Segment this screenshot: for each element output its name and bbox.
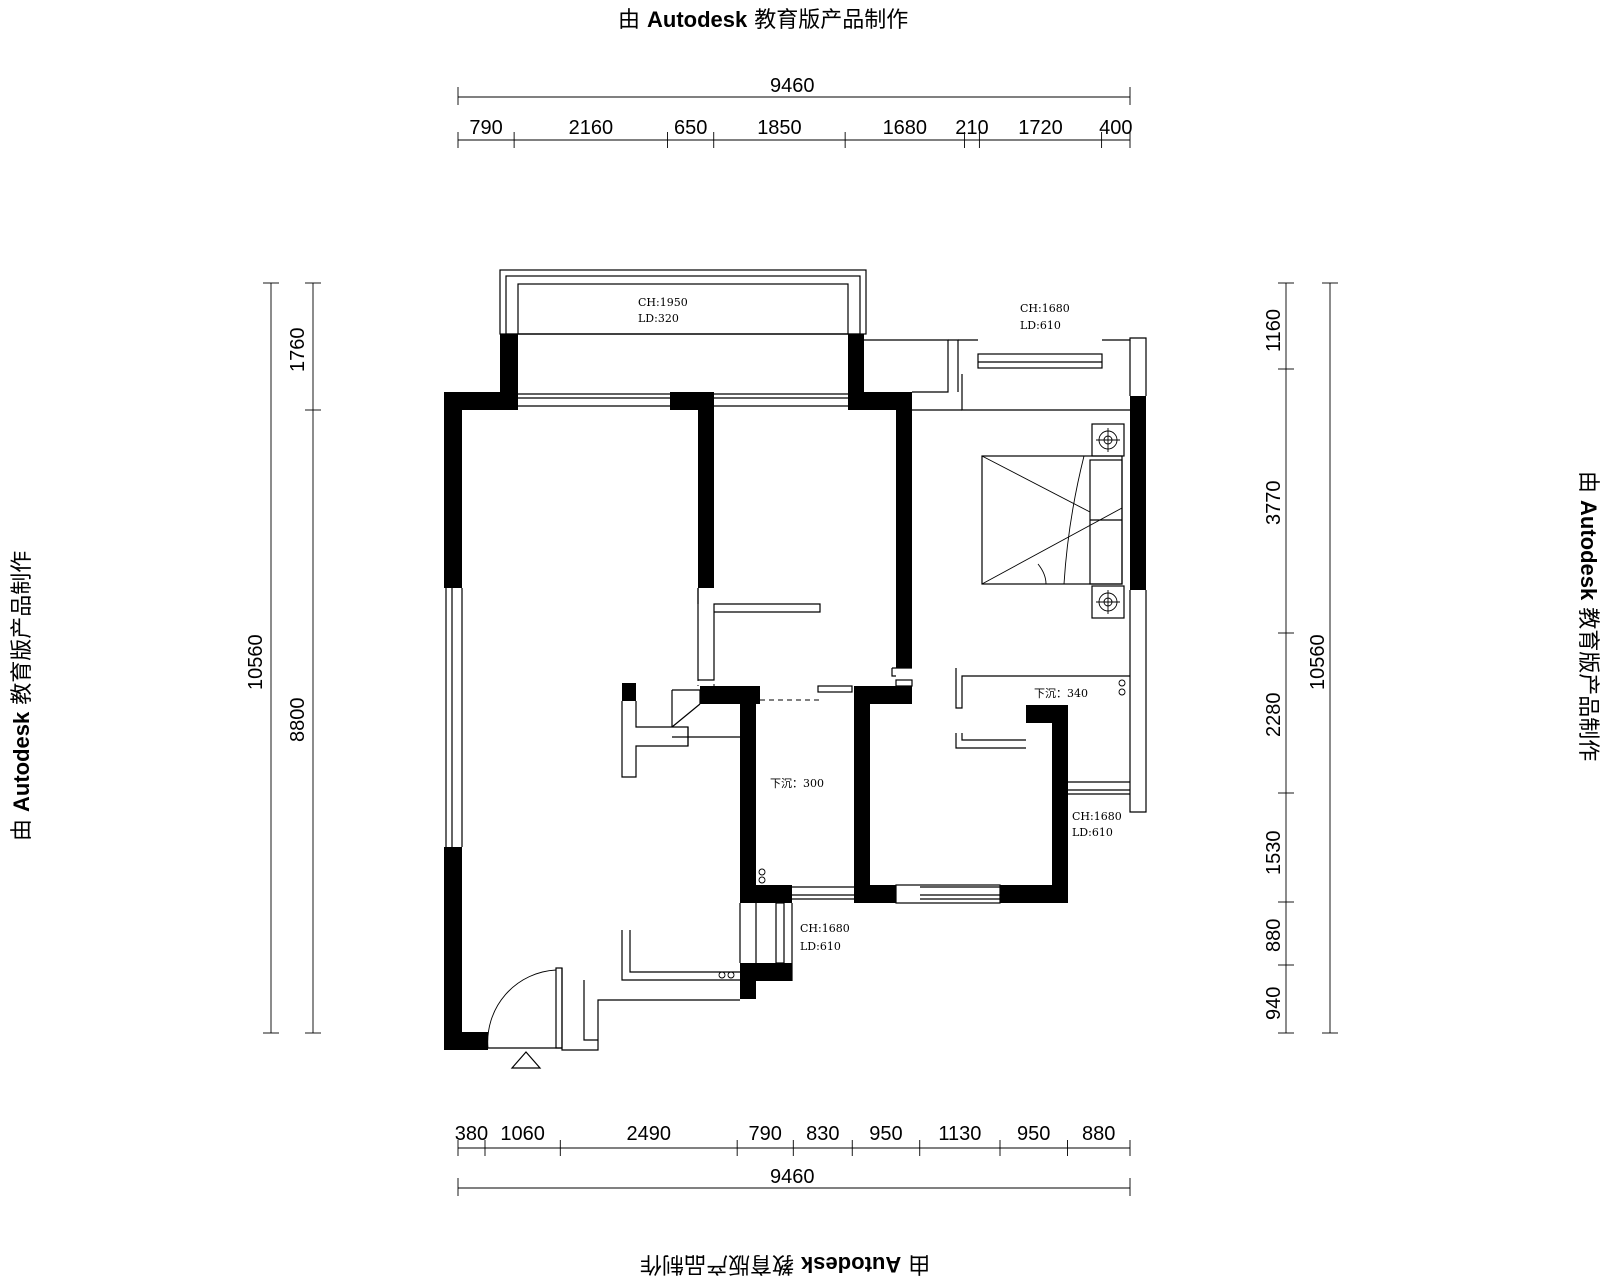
top-segment-6: 1720 (1018, 117, 1063, 139)
bottom-segment-1: 1060 (500, 1123, 545, 1145)
watermark-left: 由 Autodesk 教育版产品制作 (4, 501, 36, 841)
bottom-segment-5: 950 (869, 1123, 902, 1145)
bottom-segment-7: 950 (1017, 1123, 1050, 1145)
bed (981, 423, 1125, 619)
bottom-total-dim: 9460 (770, 1166, 815, 1188)
bottom-dimension-lines (457, 1140, 1131, 1196)
balcony (499, 269, 867, 335)
bottom-window-ld: LD:610 (800, 940, 841, 953)
top-segment-3: 1850 (757, 117, 802, 139)
watermark-brand: Autodesk (647, 7, 748, 32)
bottom-segment-8: 880 (1082, 1123, 1115, 1145)
watermark-suffix: 教育版产品制作 (640, 1251, 795, 1276)
right-seg-1530: 1530 (1263, 831, 1285, 876)
right-window-ld: LD:610 (1072, 826, 1113, 839)
left-seg-8800: 8800 (287, 698, 309, 743)
thin-walls (445, 337, 1147, 1051)
top-segment-7: 400 (1099, 117, 1132, 139)
balcony-window-ch: CH:1950 (638, 296, 688, 309)
watermark-prefix: 由 (1575, 471, 1600, 494)
watermark-suffix: 教育版产品制作 (10, 550, 35, 705)
top-segment-5: 210 (955, 117, 988, 139)
top-segment-4: 1680 (883, 117, 928, 139)
watermark-bottom: 由 Autodesk 教育版产品制作 (640, 1250, 930, 1282)
top-segment-1: 2160 (569, 117, 614, 139)
top-total-dim: 9460 (770, 75, 815, 97)
right-seg-940: 940 (1263, 987, 1285, 1020)
right-seg-880: 880 (1263, 919, 1285, 952)
balcony-window-ld: LD:320 (638, 312, 679, 325)
watermark-prefix: 由 (10, 818, 35, 841)
top-segment-0: 790 (469, 117, 502, 139)
watermark-brand: Autodesk (801, 1252, 902, 1277)
bottom-segment-0: 380 (455, 1123, 488, 1145)
right-seg-2280: 2280 (1263, 693, 1285, 738)
watermark-suffix: 教育版产品制作 (1575, 607, 1600, 762)
watermark-right: 由 Autodesk 教育版产品制作 (1574, 471, 1600, 811)
top-segment-labels: 790 2160 650 1850 1680 210 1720 400 (469, 117, 1132, 139)
bottom-segment-3: 790 (749, 1123, 782, 1145)
bottom-segment-2: 2490 (626, 1123, 671, 1145)
watermark-prefix: 由 (908, 1251, 931, 1276)
left-seg-1760: 1760 (287, 328, 309, 373)
bedroom-window-ch: CH:1680 (1020, 302, 1070, 315)
walls (444, 334, 1146, 1050)
top-segment-2: 650 (674, 117, 707, 139)
right-total-dim: 10560 (1307, 634, 1329, 690)
right-seg-3770: 3770 (1263, 481, 1285, 526)
bedroom-window-ld: LD:610 (1020, 319, 1061, 332)
entry-door (487, 967, 563, 1069)
bottom-segment-4: 830 (806, 1123, 839, 1145)
left-total-dim: 10560 (245, 634, 267, 690)
right-window-ch: CH:1680 (1072, 810, 1122, 823)
dashed-openings (697, 604, 820, 701)
top-dimension-lines (457, 87, 1131, 148)
bottom-segment-6: 1130 (938, 1123, 981, 1145)
bottom-segment-labels: 380 1060 2490 790 830 950 1130 950 880 (455, 1123, 1116, 1145)
watermark-brand: Autodesk (9, 711, 34, 812)
bath-center-sink-note: 下沉：300 (770, 777, 824, 790)
bath-right-sink-note: 下沉：340 (1034, 687, 1088, 700)
bottom-window-ch: CH:1680 (800, 922, 850, 935)
watermark-brand: Autodesk (1576, 500, 1600, 601)
left-dimension-lines (263, 282, 321, 1034)
right-dimension-lines (1278, 282, 1338, 1034)
right-seg-1160: 1160 (1263, 309, 1285, 352)
watermark-prefix: 由 (618, 8, 641, 33)
fixtures (718, 679, 1126, 979)
watermark-top: 由 Autodesk 教育版产品制作 (618, 2, 908, 34)
watermark-suffix: 教育版产品制作 (754, 8, 909, 33)
